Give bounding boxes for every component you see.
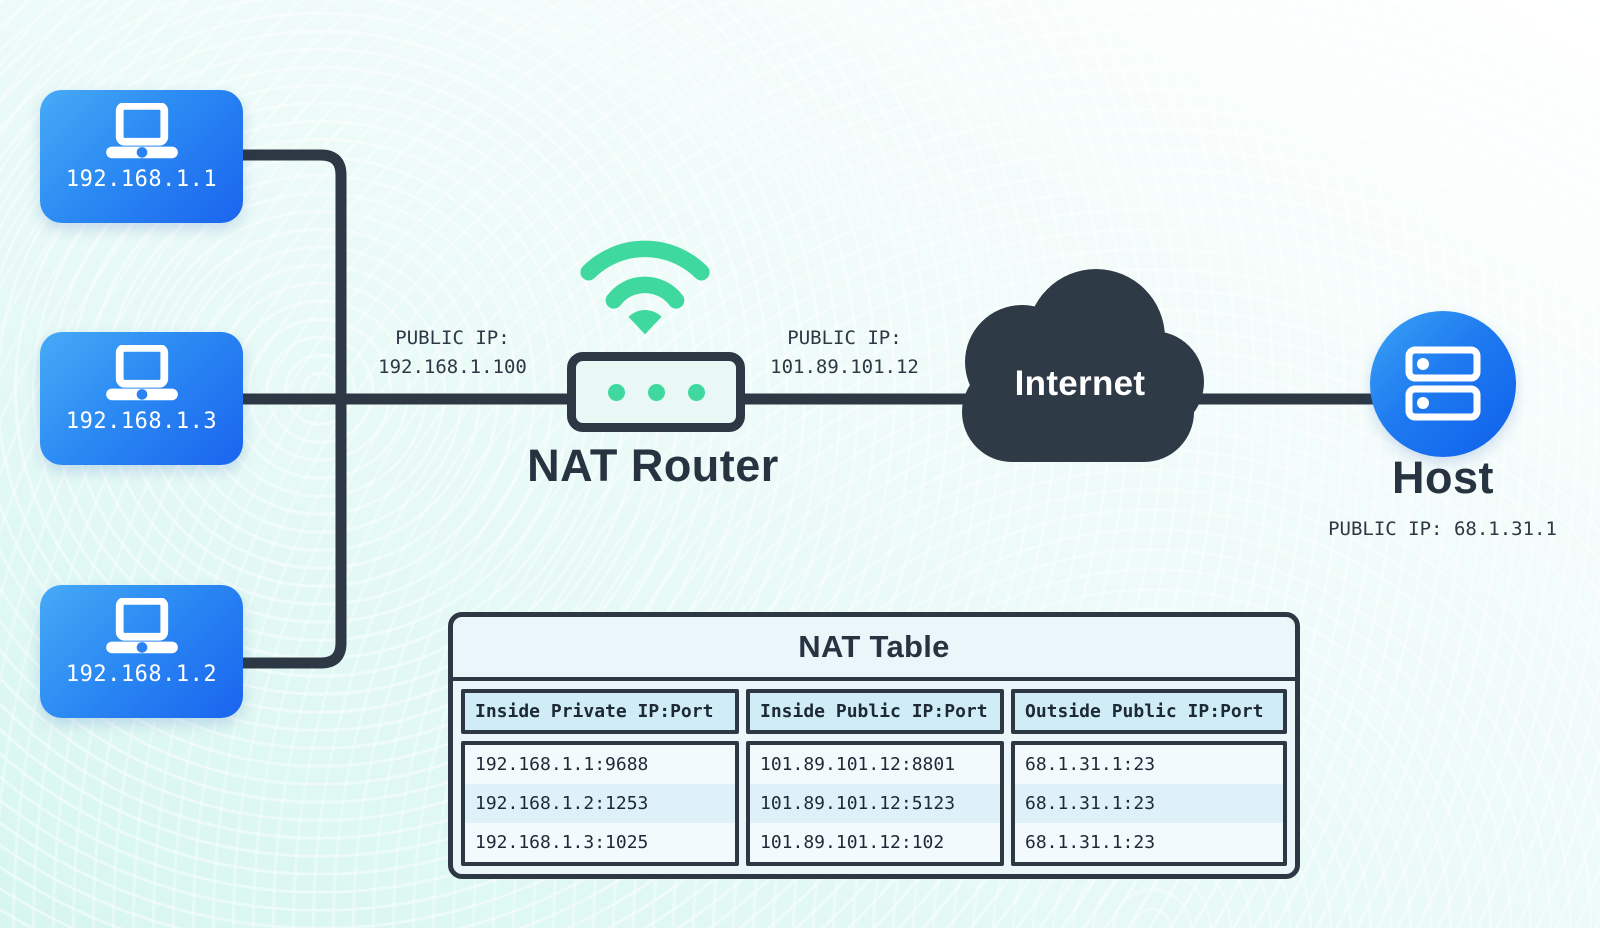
laptop-card-3: 192.168.1.2	[40, 585, 243, 718]
router-led-dot	[607, 383, 625, 401]
table-cell: 68.1.31.1:23	[1025, 832, 1156, 853]
laptop-icon	[105, 103, 178, 159]
nat-table-grid: Inside Private IP:Port Inside Public IP:…	[453, 681, 1295, 874]
wifi-icon	[580, 240, 710, 335]
server-icon	[1405, 346, 1481, 421]
outside-public-ip-line1: PUBLIC IP:	[787, 327, 902, 349]
internet-label: Internet	[1014, 364, 1146, 403]
nat-router-device	[567, 352, 745, 432]
host-title: Host	[1392, 452, 1494, 503]
device-ip-label: 192.168.1.2	[65, 662, 218, 687]
column-header-inside-public: Inside Public IP:Port	[746, 689, 1004, 734]
table-cell: 192.168.1.3:1025	[475, 832, 649, 853]
table-cell: 101.89.101.12:102	[760, 832, 945, 853]
nat-table-title: NAT Table	[453, 617, 1295, 681]
column-header-outside-public: Outside Public IP:Port	[1011, 689, 1287, 734]
table-cell: 192.168.1.2:1253	[465, 784, 735, 823]
table-cell: 68.1.31.1:23	[1015, 784, 1283, 823]
router-led-dot	[647, 383, 665, 401]
host-public-ip-label: PUBLIC IP: 68.1.31.1	[1328, 518, 1557, 540]
device-ip-label: 192.168.1.3	[65, 409, 218, 434]
laptop-card-2: 192.168.1.3	[40, 332, 243, 465]
host-circle	[1370, 311, 1516, 457]
router-led-dot	[687, 383, 705, 401]
laptop-icon	[105, 345, 178, 401]
inside-public-ip-label: PUBLIC IP: 192.168.1.100	[360, 324, 545, 382]
inside-public-ip-line1: PUBLIC IP:	[395, 327, 510, 349]
table-cell: 68.1.31.1:23	[1025, 754, 1156, 775]
outside-public-ip-label: PUBLIC IP: 101.89.101.12	[752, 324, 937, 382]
device-ip-label: 192.168.1.1	[65, 167, 218, 192]
table-cell: 192.168.1.1:9688	[475, 754, 649, 775]
table-cell: 101.89.101.12:5123	[750, 784, 1000, 823]
column-header-inside-private: Inside Private IP:Port	[461, 689, 739, 734]
nat-table: NAT Table Inside Private IP:Port Inside …	[448, 612, 1300, 879]
inside-public-ip-line2: 192.168.1.100	[378, 356, 527, 378]
lan-bus-line	[230, 149, 347, 669]
laptop-card-1: 192.168.1.1	[40, 90, 243, 223]
outside-public-ip-line2: 101.89.101.12	[770, 356, 919, 378]
table-column-outside-public: 68.1.31.1:23 68.1.31.1:23 68.1.31.1:23	[1011, 741, 1287, 866]
laptop-icon	[105, 598, 178, 654]
table-column-inside-private: 192.168.1.1:9688 192.168.1.2:1253 192.16…	[461, 741, 739, 866]
internet-cloud-shape	[962, 269, 1204, 462]
table-cell: 101.89.101.12:8801	[760, 754, 956, 775]
table-column-inside-public: 101.89.101.12:8801 101.89.101.12:5123 10…	[746, 741, 1004, 866]
router-title: NAT Router	[527, 440, 779, 491]
